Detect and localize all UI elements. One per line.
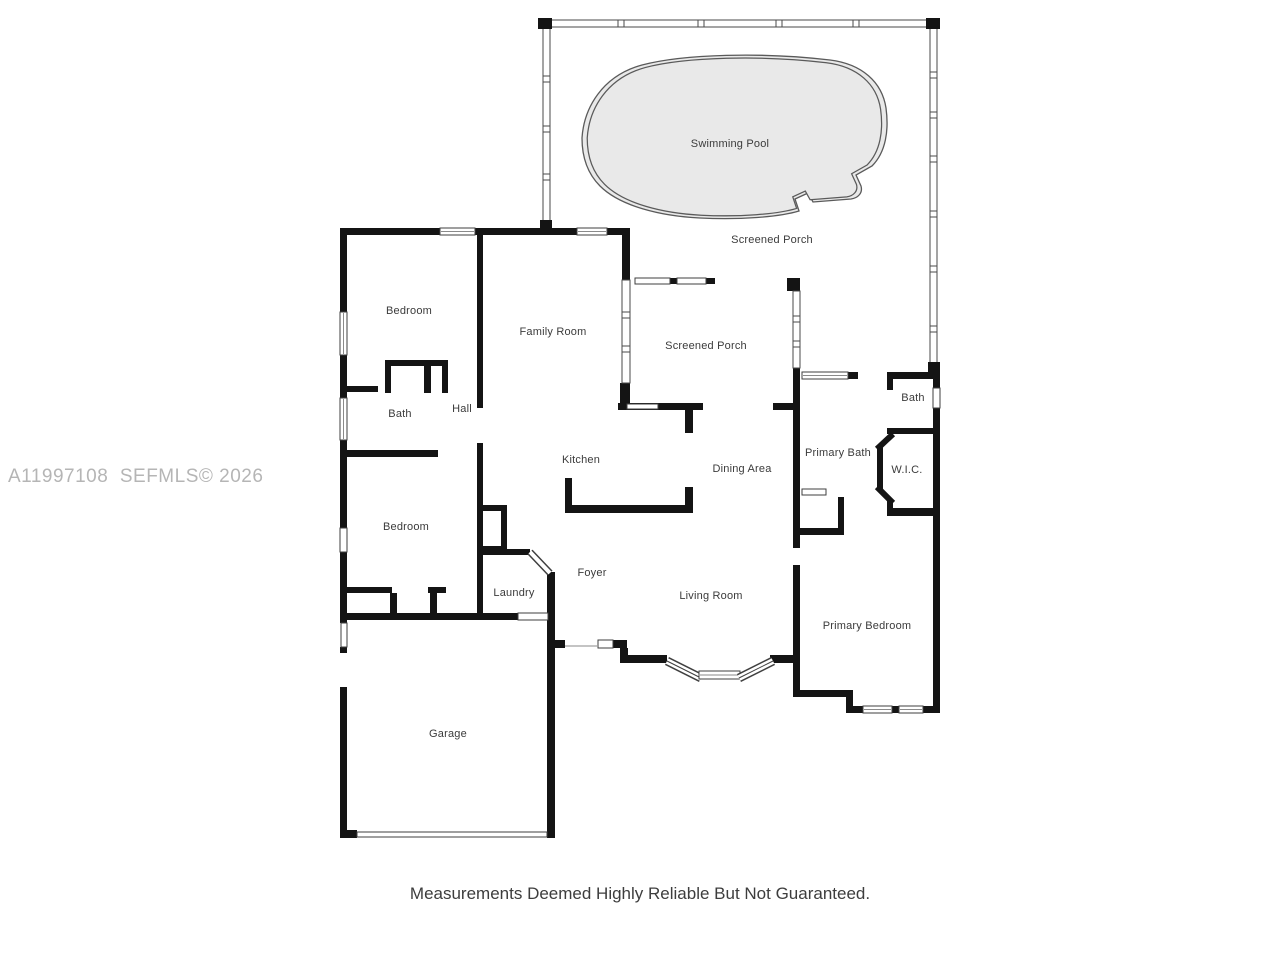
house-walls <box>340 228 940 838</box>
pool-enclosure-walls <box>538 18 940 374</box>
room-label-hall: Hall <box>452 403 472 415</box>
foyer-angled-door <box>527 549 553 576</box>
room-label-bath-hall: Bath <box>388 408 412 420</box>
room-label-bedroom-bottom: Bedroom <box>382 521 430 533</box>
bay-window <box>664 656 776 683</box>
room-label-primary-bath: Primary Bath <box>805 447 871 459</box>
windows <box>339 227 941 838</box>
room-label-laundry: Laundry <box>493 587 535 599</box>
room-label-screened-porch-mid: Screened Porch <box>665 340 747 352</box>
room-label-dining-area: Dining Area <box>712 463 772 475</box>
room-label-kitchen: Kitchen <box>561 454 601 466</box>
room-label-family-room: Family Room <box>519 326 587 338</box>
swimming-pool-shape <box>581 54 888 220</box>
watermark: A11997108 SEFMLS© 2026 <box>8 466 264 487</box>
room-label-swimming-pool: Swimming Pool <box>690 138 770 150</box>
room-label-garage: Garage <box>429 728 467 740</box>
room-label-foyer: Foyer <box>577 567 607 579</box>
room-label-screened-porch-pool: Screened Porch <box>731 234 813 246</box>
room-label-bath-ensuite: Bath <box>901 392 925 404</box>
room-label-wic: W.I.C. <box>891 464 923 476</box>
room-label-living-room: Living Room <box>679 590 743 602</box>
disclaimer-text: Measurements Deemed Highly Reliable But … <box>409 884 871 903</box>
room-label-primary-bedroom: Primary Bedroom <box>822 620 912 632</box>
room-label-bedroom-top: Bedroom <box>385 305 433 317</box>
